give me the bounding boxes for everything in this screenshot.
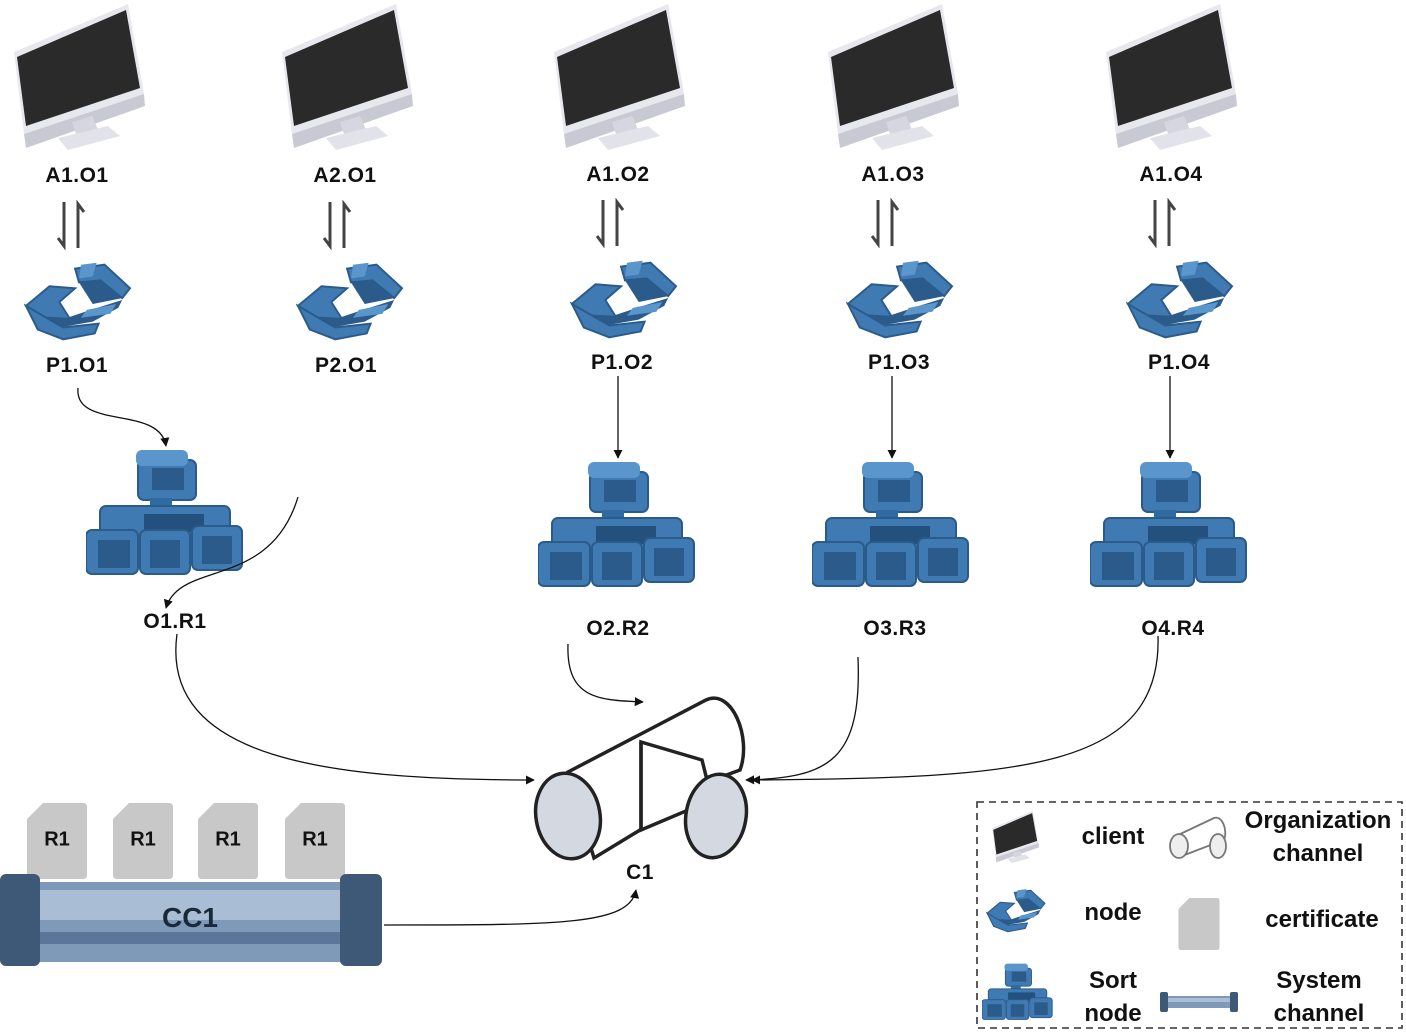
sort-node-icon: [538, 461, 695, 587]
peer-label: P2.O1: [314, 354, 378, 377]
client-label: A2.O1: [313, 164, 377, 187]
peer-label: P1.O2: [590, 351, 654, 374]
peer-node-icon: [296, 262, 404, 341]
legend-certificate-icon: [1178, 898, 1220, 950]
system-channel-icon: [0, 874, 382, 966]
certificates: [27, 803, 345, 879]
legend-organization-channel-icon: [1169, 816, 1227, 859]
bidirectional-arrow-icon: [595, 198, 625, 248]
peer-node-icon: [846, 260, 954, 339]
client-monitor-icon: [554, 4, 685, 150]
legend-system-channel-icon: [1160, 992, 1238, 1012]
connector-arrows: [77, 376, 1175, 926]
sort-node-label: O2.R2: [586, 617, 650, 640]
legend-certificate-label: certificate: [1265, 906, 1379, 933]
peer-label: P1.O1: [45, 354, 109, 377]
sort-node-label: O4.R4: [1141, 617, 1205, 640]
bidirectional-arrow-icon: [56, 200, 86, 250]
arrow-p2o1-to-o1r1: [163, 496, 299, 609]
orderer-node-icons: [86, 449, 1247, 587]
certificate-label: R1: [130, 828, 156, 851]
arrow-o2r2-to-c1: [567, 643, 644, 707]
sort-node-icon: [812, 461, 969, 587]
legend-system-channel-label: System channel: [1250, 964, 1388, 1030]
arrow-cc1-to-c1: [383, 889, 640, 926]
peer-node-icon: [570, 260, 678, 339]
legend-box: [976, 801, 1403, 1029]
system-channel-label: CC1: [161, 902, 219, 933]
client-monitor-icon: [14, 4, 145, 150]
sort-node-label: O3.R3: [863, 617, 927, 640]
sort-node-icon: [1090, 461, 1247, 587]
legend-sort-node-line1: Sort: [1089, 967, 1137, 994]
sort-node-icon: [86, 449, 243, 575]
client-label: A1.O4: [1139, 163, 1203, 186]
arrow-o3r3-to-c1: [745, 656, 859, 785]
bidirectional-arrow-icon: [1147, 198, 1177, 248]
legend-organization-channel-line1: Organization: [1244, 807, 1392, 834]
sort-node-label: O1.R1: [143, 610, 207, 633]
certificate-label: R1: [215, 828, 241, 851]
arrow-o4r4-to-c1: [751, 635, 1159, 785]
legend-sort-node-line2: node: [1084, 1000, 1142, 1027]
legend-node-label: node: [1084, 899, 1142, 926]
peer-node-icons: [24, 260, 1234, 341]
certificate-label: R1: [44, 828, 70, 851]
organization-channel-icon: [533, 696, 749, 861]
client-icons: [14, 4, 1237, 150]
legend-sort-node-label: Sort node: [1066, 964, 1160, 1030]
client-label: A1.O1: [45, 164, 109, 187]
legend-client-label: client: [1081, 823, 1145, 850]
bidirectional-arrow-icon: [870, 198, 900, 248]
certificate-label: R1: [302, 828, 328, 851]
legend-system-channel-line1: System: [1276, 967, 1362, 994]
legend-system-channel-line2: channel: [1273, 1000, 1365, 1027]
arrow-p1o1-to-o1r1: [77, 387, 170, 447]
peer-label: P1.O4: [1147, 351, 1211, 374]
peer-node-icon: [24, 262, 132, 341]
exchange-arrows: [56, 198, 1177, 250]
client-monitor-icon: [828, 4, 959, 150]
peer-label: P1.O3: [867, 351, 931, 374]
client-monitor-icon: [282, 4, 413, 150]
legend-organization-channel-label: Organization channel: [1234, 804, 1402, 870]
client-monitor-icon: [1106, 4, 1237, 150]
bidirectional-arrow-icon: [322, 200, 352, 250]
arrow-o1r1-to-c1: [175, 633, 535, 785]
client-label: A1.O3: [861, 163, 925, 186]
client-label: A1.O2: [586, 163, 650, 186]
peer-node-icon: [1126, 260, 1234, 339]
organization-channel-label: C1: [626, 861, 654, 884]
legend-organization-channel-line2: channel: [1272, 840, 1364, 867]
